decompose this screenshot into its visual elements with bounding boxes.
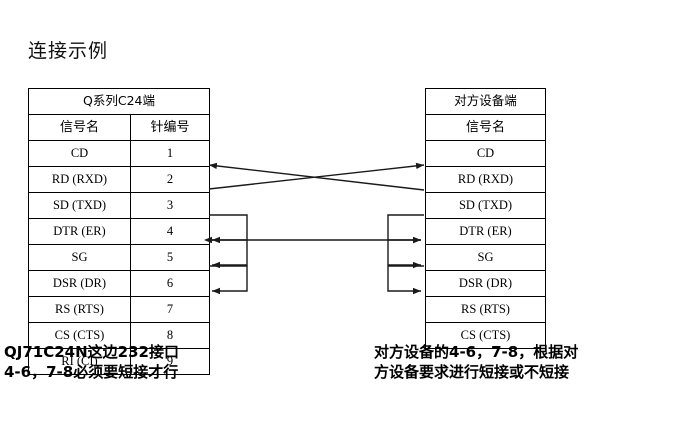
left-pin-cd: 1: [129, 140, 211, 167]
left-table-title: Q系列C24端: [27, 88, 211, 115]
table-row: DTR (ER): [425, 218, 546, 245]
left-pin-sd: 3: [129, 192, 211, 219]
table-row: CS (CTS) 8: [28, 322, 211, 349]
right-column-header-signal: 信号名: [425, 114, 546, 141]
left-table-header-row: Q系列C24端: [27, 88, 211, 115]
wire-sd-to-rd: [208, 162, 425, 190]
table-row: RD (RXD): [425, 166, 546, 193]
left-column-header-signal: 信号名: [28, 114, 131, 141]
table-row: SG 5: [28, 244, 211, 271]
right-signal-dtr: DTR (ER): [425, 218, 546, 245]
table-row: DSR (DR) 6: [28, 270, 211, 297]
right-signal-sg: SG: [425, 244, 546, 271]
left-pin-dsr: 6: [129, 270, 211, 297]
left-signal-dtr: DTR (ER): [28, 218, 131, 245]
caption-right: 对方设备的4-6，7-8，根据对 方设备要求进行短接或不短接: [374, 342, 578, 383]
left-signal-dsr: DSR (DR): [28, 270, 131, 297]
caption-left-line1: QJ71C24N这边232接口: [4, 343, 179, 361]
right-signal-rd: RD (RXD): [425, 166, 546, 193]
table-row: RI (CI) 9: [28, 348, 211, 375]
left-signal-cs: CS (CTS): [28, 322, 131, 349]
wire-rd-from-sd: [208, 162, 425, 191]
table-row: DSR (DR): [425, 270, 546, 297]
right-signal-cd: CD: [425, 140, 546, 167]
caption-right-line2: 方设备要求进行短接或不短接: [374, 363, 570, 382]
left-pin-rs: 7: [129, 296, 211, 323]
page-title: 连接示例: [28, 40, 109, 62]
right-table-column-header-row: 信号名: [425, 114, 546, 141]
left-signal-cd: CD: [28, 140, 131, 167]
right-table-title: 对方设备端: [425, 88, 546, 115]
left-table-column-header-row: 信号名 针编号: [28, 114, 211, 141]
right-jumper-dtr-dsr: [387, 214, 424, 269]
table-row: RD (RXD) 2: [28, 166, 211, 193]
table-row: CS (CTS): [425, 322, 546, 349]
right-signal-cs: CS (CTS): [425, 322, 546, 349]
caption-left-line2: 4-6，7-8必须要短接才行: [4, 363, 179, 382]
left-column-header-pin: 针编号: [129, 114, 211, 141]
left-pin-cs: 8: [129, 322, 211, 349]
table-row: SD (TXD) 3: [28, 192, 211, 219]
right-pin-table: 对方设备端 信号名 CD RD (RXD) SD (TXD) DTR (ER) …: [425, 88, 546, 349]
right-table-header-row: 对方设备端: [425, 88, 546, 115]
left-signal-rs: RS (RTS): [28, 296, 131, 323]
right-signal-rs: RS (RTS): [425, 296, 546, 323]
left-pin-rd: 2: [129, 166, 211, 193]
table-row: DTR (ER) 4: [28, 218, 211, 245]
left-pin-sg: 5: [129, 244, 211, 271]
caption-left: QJ71C24N这边232接口 4-6，7-8必须要短接才行: [4, 342, 179, 383]
left-pin-table: Q系列C24端 信号名 针编号 CD 1 RD (RXD) 2 SD (TXD)…: [27, 88, 211, 375]
table-row: CD: [425, 140, 546, 167]
right-jumper-rs-cs: [387, 265, 424, 295]
caption-right-line1: 对方设备的4-6，7-8，根据对: [374, 343, 579, 361]
right-signal-dsr: DSR (DR): [425, 270, 546, 297]
left-pin-ri: 9: [129, 348, 211, 375]
left-signal-sd: SD (TXD): [28, 192, 131, 219]
left-jumper-dtr-dsr: [209, 214, 248, 269]
table-row: SD (TXD): [425, 192, 546, 219]
table-row: RS (RTS) 7: [28, 296, 211, 323]
right-signal-sd: SD (TXD): [425, 192, 546, 219]
table-row: RS (RTS): [425, 296, 546, 323]
table-row: CD 1: [28, 140, 211, 167]
left-signal-rd: RD (RXD): [28, 166, 131, 193]
left-signal-sg: SG: [28, 244, 131, 271]
left-pin-dtr: 4: [129, 218, 211, 245]
table-row: SG: [425, 244, 546, 271]
left-jumper-rs-cs: [209, 265, 248, 295]
